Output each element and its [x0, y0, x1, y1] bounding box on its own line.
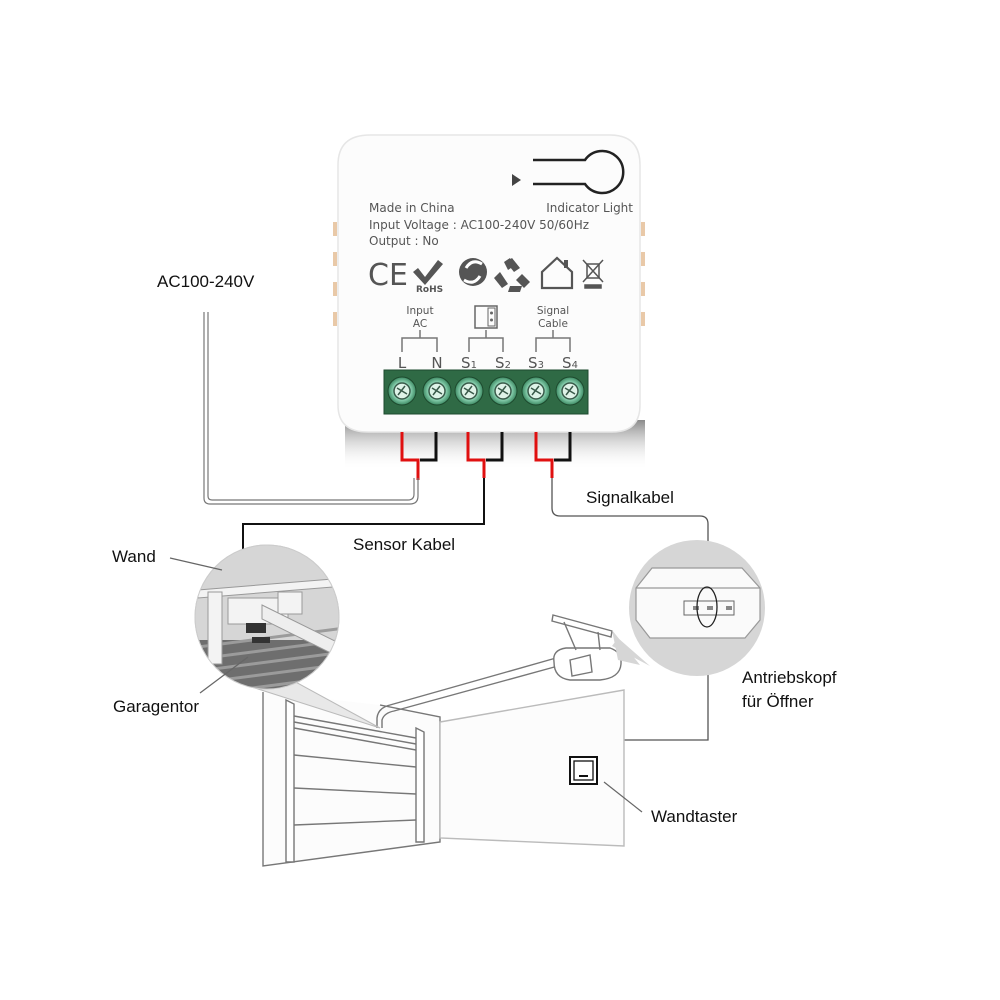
indicator-light-label: Indicator Light [546, 201, 633, 215]
opener-rail [376, 657, 559, 728]
weee-bin-icon [582, 259, 604, 289]
terminal-label-s3: S3 [528, 354, 544, 372]
home-icon [540, 256, 574, 290]
group-label-signal: Signal [537, 305, 569, 317]
garage-scene [262, 614, 625, 867]
sensor-contact-icon [474, 305, 498, 329]
label-sensor-cable: Sensor Kabel [353, 535, 456, 554]
sensor-callout [194, 544, 381, 729]
label-opener-head-line2: für Öffner [742, 692, 814, 711]
terminal-screw [422, 376, 452, 406]
wall-switch-icon [569, 756, 598, 785]
terminal-screw [555, 376, 585, 406]
side-vents [333, 222, 645, 326]
garage-door-panels [293, 715, 417, 826]
terminal-screw [521, 376, 551, 406]
label-garage-door: Garagentor [113, 697, 199, 716]
output-text: Output : No [369, 234, 439, 248]
ac-power-cable [203, 312, 419, 505]
device-wires [400, 432, 572, 480]
label-signal-cable: Signalkabel [586, 488, 674, 507]
opener-motor [553, 647, 622, 681]
input-voltage-text: Input Voltage : AC100-240V 50/60Hz [369, 218, 589, 232]
terminal-label-l: L [398, 354, 407, 372]
terminal-label-s2: S2 [495, 354, 511, 372]
garage-back-wall [439, 689, 625, 847]
made-in-text: Made in China [369, 201, 455, 215]
signal-cable-wire [551, 478, 709, 760]
group-label-input: Input [406, 305, 433, 317]
opener-callout [612, 540, 765, 676]
green-dot-icon [459, 258, 487, 286]
ce-mark-icon: CE [368, 258, 408, 293]
terminal-labels: L N S1 S2 S3 S4 [398, 354, 578, 372]
group-label-cable: Cable [538, 318, 568, 330]
terminal-label-s4: S4 [562, 354, 578, 372]
indicator-light-icon [512, 149, 625, 195]
label-opener-head-line1: Antriebskopf [742, 668, 837, 687]
terminal-label-n: N [431, 354, 442, 372]
terminal-screw [387, 376, 417, 406]
terminal-block [383, 369, 589, 415]
rohs-icon: RoHS [413, 260, 443, 295]
label-wall-switch: Wandtaster [651, 807, 738, 826]
terminal-screw [454, 376, 484, 406]
certification-icons: CE RoHS [368, 256, 604, 295]
garage-left-wall [262, 692, 441, 867]
leader-lines [169, 557, 643, 813]
smart-module: Made in China Indicator Light Input Volt… [333, 134, 645, 470]
svg-text:RoHS: RoHS [416, 285, 443, 295]
recycle-icon [494, 258, 530, 292]
label-wall: Wand [112, 547, 156, 566]
group-label-ac: AC [413, 318, 427, 330]
group-brackets [401, 330, 571, 352]
module-body [337, 134, 641, 433]
terminal-screw [488, 376, 518, 406]
terminal-label-s1: S1 [461, 354, 477, 372]
label-ac-input: AC100-240V [157, 272, 255, 291]
